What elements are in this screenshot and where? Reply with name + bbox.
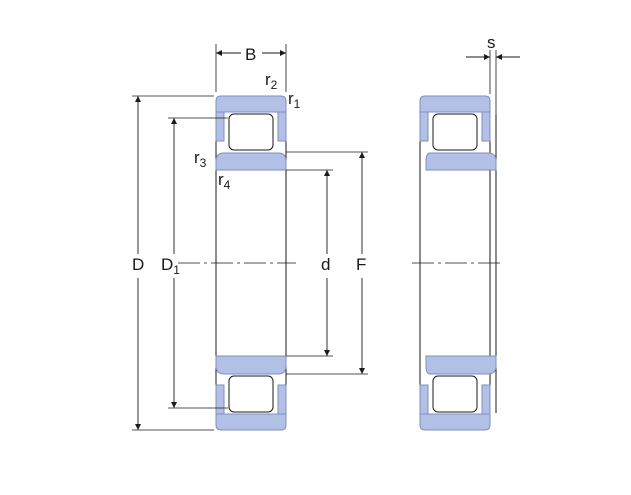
right-top-outer-ring bbox=[419, 95, 491, 113]
label-d-bore: d bbox=[321, 255, 330, 274]
bottom-right-rib bbox=[277, 384, 287, 415]
right-bottom-outer-ring bbox=[419, 413, 491, 431]
right-top-inner-ring bbox=[425, 152, 497, 171]
bottom-inner-ring bbox=[215, 355, 287, 375]
label-r1: r1 bbox=[288, 89, 301, 111]
label-d1: D1 bbox=[161, 255, 180, 277]
label-s: s bbox=[487, 33, 496, 52]
dimension-lines bbox=[132, 44, 368, 431]
top-roller bbox=[228, 113, 274, 151]
left-section-view bbox=[178, 95, 296, 431]
top-right-rib bbox=[277, 111, 287, 142]
label-r4: r4 bbox=[218, 170, 231, 192]
label-d-outer: D bbox=[132, 255, 144, 274]
right-section-view bbox=[412, 95, 500, 431]
top-left-rib bbox=[215, 111, 225, 142]
label-r2: r2 bbox=[265, 70, 278, 92]
bottom-left-rib bbox=[215, 384, 225, 415]
right-bottom-right-rib bbox=[481, 384, 491, 415]
right-bottom-left-rib bbox=[419, 384, 429, 415]
bottom-outer-ring bbox=[215, 413, 287, 431]
right-bottom-inner-ring bbox=[425, 355, 497, 375]
bottom-roller bbox=[228, 375, 274, 413]
right-top-right-rib bbox=[481, 111, 491, 142]
right-bottom-roller bbox=[432, 375, 478, 413]
label-r3: r3 bbox=[194, 148, 207, 170]
label-b: B bbox=[245, 45, 256, 64]
s-dimension: s bbox=[466, 33, 520, 152]
top-outer-ring bbox=[215, 95, 287, 113]
top-inner-ring bbox=[215, 152, 287, 171]
dimension-labels: B r2 r1 r3 r4 D D1 d F bbox=[132, 45, 366, 277]
right-top-left-rib bbox=[419, 111, 429, 142]
right-top-roller bbox=[432, 113, 478, 151]
label-f: F bbox=[356, 255, 366, 274]
